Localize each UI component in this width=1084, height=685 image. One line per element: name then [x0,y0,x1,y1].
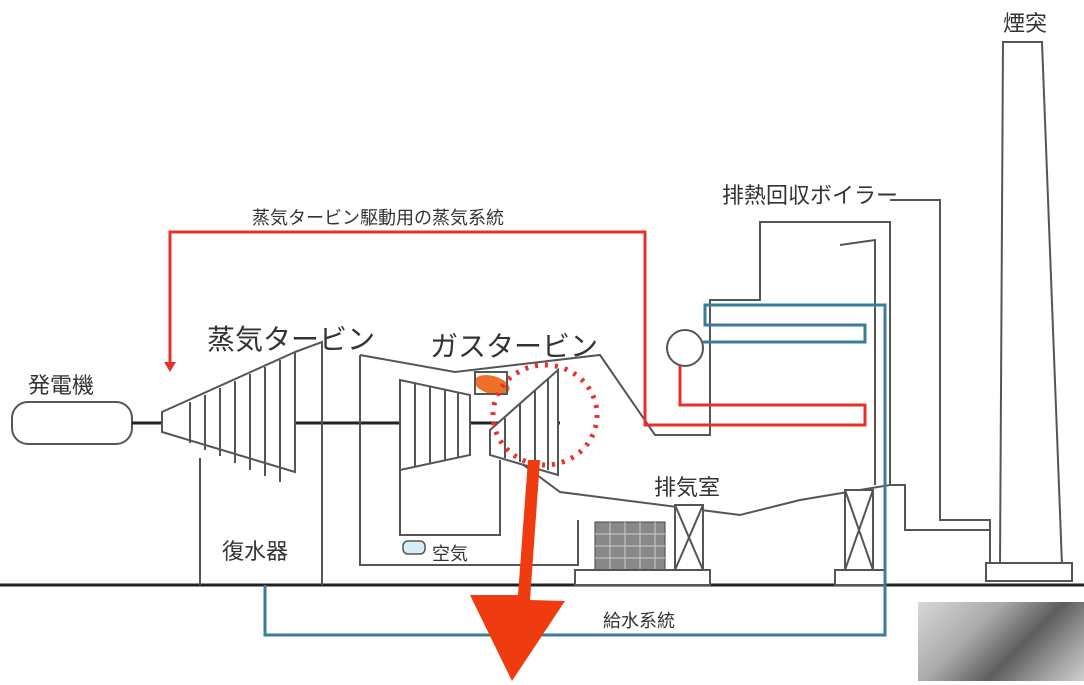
chimney-base [985,562,1073,582]
exhaust-supports [574,489,886,586]
steam-drum [666,329,704,367]
feedwater-line [263,303,887,637]
steam-turbine-label: 蒸気タービン [207,323,376,356]
exhaust-chamber-label: 排気室 [654,476,721,501]
highlight-circle [490,362,600,468]
generator-box [11,401,133,445]
feedwater-line-label: 給水系統 [603,611,675,632]
steam-turbine [161,350,296,482]
air-label: 空気 [432,544,468,565]
flue-duct-inner [890,484,990,531]
steam-line-label: 蒸気タービン駆動用の蒸気系統 [252,208,504,229]
gas-turbine-compressor [399,378,471,472]
steam-line [168,230,867,427]
inset-photo [918,602,1084,681]
combustor-flame [474,375,510,395]
generator-label: 発電機 [28,374,95,399]
hrsg-label: 排熱回収ボイラー [722,184,899,209]
gas-turbine-label: ガスタービン [430,330,599,363]
condenser-label: 復水器 [222,540,289,565]
air-duct [399,460,501,536]
combustor [474,371,508,395]
exhaust-duct-outline [359,221,891,517]
steam-turbine-casing [294,340,323,585]
highlight-arrow [470,460,565,681]
chimney [998,41,1064,566]
hrsg-inner-wall [839,238,876,485]
steam-line-arrowhead [164,362,176,372]
chimney-label: 煙突 [1003,12,1048,37]
air-icon [402,540,426,555]
flue-duct [890,199,991,565]
gas-turbine-casing [359,355,579,566]
